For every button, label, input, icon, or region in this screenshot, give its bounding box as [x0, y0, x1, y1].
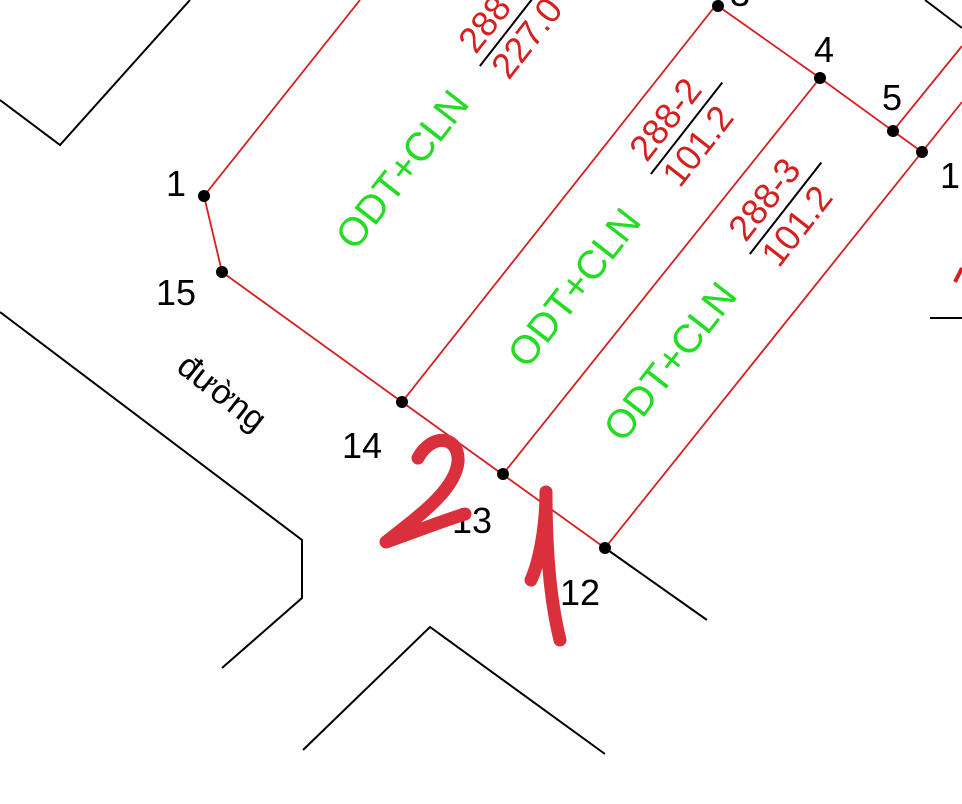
fraction-bar-288-2: [650, 81, 724, 175]
handwritten-note: [379, 434, 567, 647]
vertex-4: [814, 72, 826, 84]
handwritten-digit-1: [524, 485, 567, 647]
vertex-1: [198, 190, 210, 202]
vertex-14: [396, 396, 408, 408]
rear-boundary: [717, 5, 923, 153]
vertex-label-15: 15: [156, 272, 196, 313]
vertex-r: [916, 146, 928, 158]
building-outline-top-right: [924, 0, 962, 29]
vertex-label-14: 14: [342, 425, 382, 466]
vertex-label-12: 12: [560, 572, 600, 613]
road-edge-west: [0, 311, 303, 669]
parcel-fraction-288-2: 288-2 101.2: [621, 70, 742, 194]
boundary-5-ne: [892, 45, 962, 132]
vertex-13: [497, 468, 509, 480]
fraction-bar-288-3: [749, 161, 823, 255]
handwritten-digit-2: [379, 434, 472, 549]
street-name-label: đường: [170, 346, 274, 439]
boundary-13-4: [502, 77, 821, 475]
vertex-points: [198, 0, 928, 554]
vertex-15: [216, 266, 228, 278]
land-use-label-288-3: ODT+CLN: [595, 274, 745, 449]
land-use-label-288-2: ODT+CLN: [499, 200, 649, 375]
land-use-label-288: ODT+CLN: [327, 82, 477, 257]
parcel-288-boundary: [203, 0, 721, 404]
vertex-label-1: 1: [166, 163, 186, 204]
road-outlines: [0, 0, 962, 755]
boundary-r-ne: [921, 101, 962, 153]
partial-red-mark: [953, 267, 962, 283]
vertex-top: [712, 0, 724, 12]
fraction-bar-288: [479, 0, 540, 67]
building-outline-top-left: [0, 0, 191, 147]
vertex-label-top: 3: [730, 0, 750, 14]
vertex-12: [599, 542, 611, 554]
parcel-fraction-288-3: 288-3 101.2: [720, 150, 841, 274]
parcel-fraction-288: 288 227.0: [450, 0, 571, 86]
road-edge-south: [302, 625, 606, 755]
vertex-5: [887, 125, 899, 137]
road-edge-east: [604, 547, 708, 621]
boundary-12-r: [604, 151, 923, 549]
vertex-label-r: 1: [940, 155, 960, 196]
vertex-label-4: 4: [814, 29, 834, 70]
vertex-label-5: 5: [882, 77, 902, 118]
